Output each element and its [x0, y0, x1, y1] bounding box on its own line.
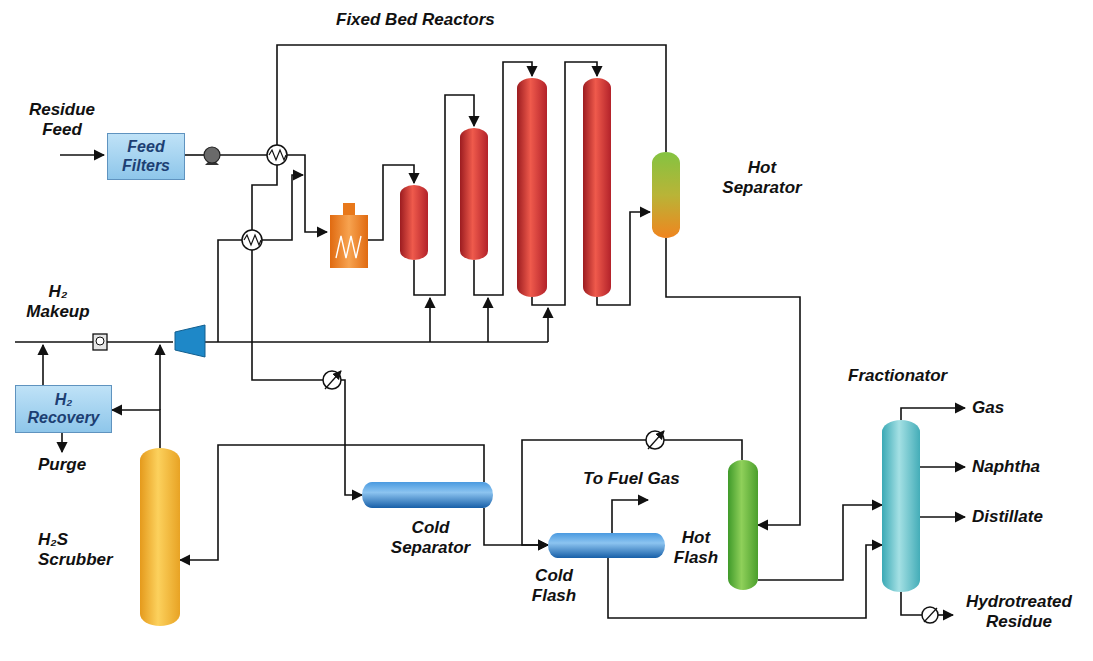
furnace	[330, 215, 368, 268]
stream-label: Gas	[972, 398, 1052, 418]
process-stream	[252, 45, 666, 495]
fractionator-column-body	[882, 420, 920, 592]
flash-vessel-shape	[728, 460, 758, 590]
flow-meter	[93, 334, 107, 350]
reactor-vessel	[583, 78, 611, 297]
hydrogen-header	[205, 341, 548, 343]
feed-line	[183, 154, 204, 156]
product-line	[901, 592, 922, 615]
purge-line	[61, 433, 63, 452]
product-line	[901, 408, 965, 420]
feed-line	[220, 154, 267, 156]
stream-label: Distillate	[972, 507, 1072, 527]
flash-drum-body	[548, 533, 665, 558]
scrubber-column-body	[140, 448, 180, 626]
stream-label: Naphtha	[972, 457, 1072, 477]
separator-drum-body	[362, 482, 493, 508]
equipment-label: H₂S Scrubber	[38, 530, 130, 571]
stream-label: To Fuel Gas	[583, 469, 713, 489]
reactor-vessel	[460, 128, 488, 260]
equipment-label: Cold Separator	[383, 518, 478, 559]
heat-exchanger	[242, 230, 262, 250]
separator-vessel-shape	[652, 152, 680, 238]
cooler-arrow	[924, 608, 937, 622]
stream-label: Residue Feed	[18, 100, 106, 141]
fuel-gas-line	[612, 500, 648, 533]
equipment-label: Hot Separator	[712, 158, 812, 199]
heat-exchanger	[267, 145, 287, 165]
makeup-line	[107, 341, 173, 343]
stream-label: H₂ Makeup	[18, 282, 98, 323]
feed-line	[60, 154, 104, 156]
product-line	[938, 614, 953, 616]
reactor-vessel	[400, 185, 428, 260]
equipment-label: Hot Flash	[668, 528, 724, 569]
feed-line	[287, 155, 327, 232]
flash-drum-shape	[548, 533, 665, 558]
separator-drum: Cold Separator	[362, 482, 493, 508]
quench-line	[547, 308, 549, 342]
process-stream	[112, 410, 160, 448]
box-label: H₂ Recovery	[16, 388, 111, 431]
scrubber-column-shape	[140, 448, 180, 626]
makeup-line	[15, 341, 93, 343]
process-stream	[758, 505, 882, 580]
flash-vessel-body	[728, 460, 758, 590]
product-line	[920, 466, 965, 468]
quench-line	[487, 298, 489, 342]
compressor	[175, 325, 205, 357]
cooler	[922, 607, 938, 623]
equipment-label: Fractionator	[848, 366, 978, 386]
filter-box: Feed Filters	[107, 133, 185, 180]
fractionator-column-shape	[882, 420, 920, 592]
separator-vessel-body	[652, 152, 680, 238]
process-stream	[484, 508, 548, 545]
stream-label: Hydrotreated Residue	[956, 592, 1082, 633]
hydrogen-line	[218, 240, 242, 342]
separator-vessel: Hot Separator	[652, 152, 680, 238]
furnace-stack	[343, 203, 355, 217]
separator-drum-shape	[362, 482, 493, 508]
cooler	[646, 431, 664, 449]
cooler-arrow	[648, 431, 664, 449]
product-line	[920, 516, 965, 518]
flash-drum: Cold Flash	[548, 533, 665, 558]
recovery-return	[42, 345, 44, 385]
equipment-label: Cold Flash	[522, 566, 586, 607]
box-label: Feed Filters	[108, 135, 184, 178]
cooler-arrow	[325, 371, 341, 389]
exchanger-coil	[244, 235, 261, 245]
stream-label: Fixed Bed Reactors	[336, 10, 556, 30]
fractionator-column: Fractionator	[882, 420, 920, 592]
hydrogen-line	[262, 175, 303, 240]
pump	[204, 147, 220, 163]
furnace-coil	[336, 236, 361, 258]
stream-label: Purge	[38, 455, 108, 475]
flash-vessel: Hot Flash	[728, 460, 758, 590]
recovery-box: H₂ Recovery	[15, 385, 112, 433]
cooler	[323, 371, 341, 389]
quench-line	[429, 298, 431, 342]
recycle-line	[159, 345, 161, 410]
scrubber-column: H₂S Scrubber	[140, 448, 180, 626]
exchanger-coil	[269, 150, 286, 160]
flow-meter-dial	[96, 337, 104, 345]
reactor-vessel	[517, 78, 547, 297]
